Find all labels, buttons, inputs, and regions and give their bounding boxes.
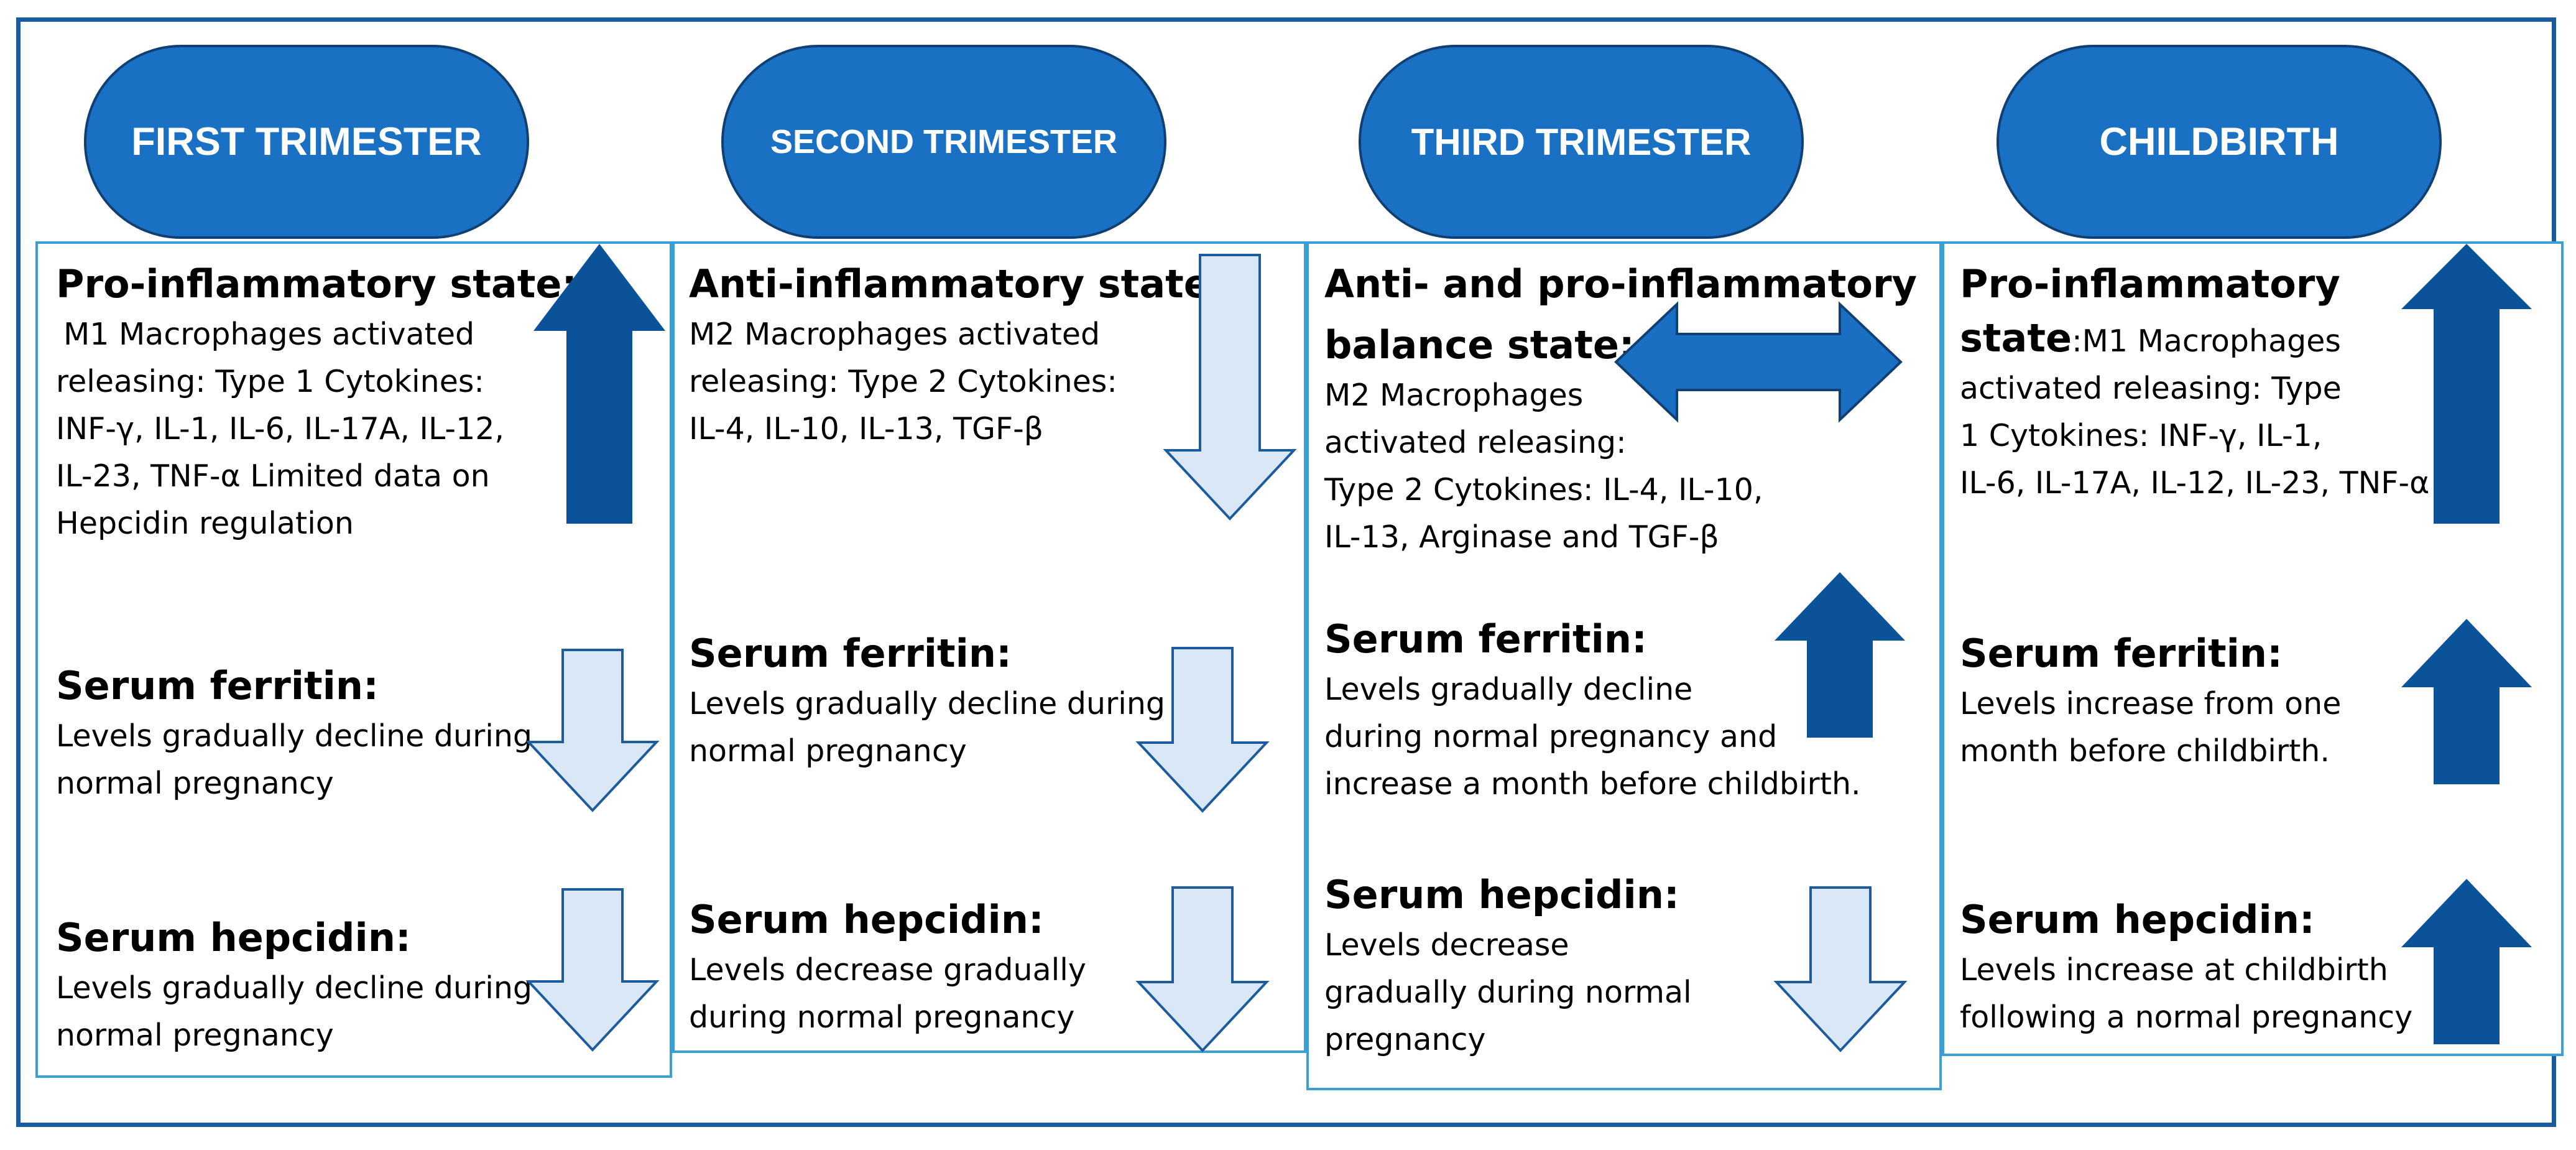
state-heading: balance state: — [1324, 322, 1635, 368]
state-line: IL-23, TNF-α Limited data on — [56, 458, 490, 494]
hepcidin-line: Levels increase at childbirth — [1960, 952, 2388, 988]
down-arrow-icon — [1773, 886, 1908, 1052]
hepcidin-heading: Serum hepcidin: — [689, 897, 1044, 942]
state-heading: Anti-inflammatory state: — [689, 261, 1226, 307]
ferritin-line: Levels gradually decline — [1324, 672, 1693, 707]
ferritin-line: normal pregnancy — [689, 733, 967, 769]
up-arrow-icon — [2401, 244, 2532, 524]
hepcidin-line: pregnancy — [1324, 1022, 1486, 1057]
ferritin-block-second-trimester: Serum ferritin: Levels gradually decline… — [689, 627, 1165, 775]
state-line: activated releasing: — [1324, 425, 1627, 460]
hepcidin-line: following a normal pregnancy — [1960, 999, 2413, 1035]
up-arrow-icon — [1775, 572, 1905, 738]
stage-title: THIRD TRIMESTER — [1411, 121, 1752, 163]
ferritin-block-childbirth: Serum ferritin: Levels increase from one… — [1960, 627, 2341, 775]
hepcidin-line: during normal pregnancy — [689, 999, 1075, 1035]
down-arrow-icon — [1135, 647, 1270, 813]
hepcidin-block-third-trimester: Serum hepcidin: Levels decrease graduall… — [1324, 868, 1692, 1064]
hepcidin-line: Levels decrease gradually — [689, 952, 1086, 988]
stage-title: FIRST TRIMESTER — [131, 120, 482, 164]
down-arrow-icon — [525, 649, 660, 812]
hepcidin-block-childbirth: Serum hepcidin: Levels increase at child… — [1960, 893, 2412, 1041]
hepcidin-heading: Serum hepcidin: — [56, 915, 411, 960]
state-line: 1 Cytokines: INF-γ, IL-1, — [1960, 418, 2322, 453]
ferritin-line: normal pregnancy — [56, 766, 334, 801]
hepcidin-block-second-trimester: Serum hepcidin: Levels decrease graduall… — [689, 893, 1086, 1041]
stage-pill-first-trimester: FIRST TRIMESTER — [84, 45, 529, 239]
state-block-childbirth: Pro-inflammatory state:M1 Macrophages ac… — [1960, 257, 2429, 507]
state-block-third-trimester: Anti- and pro-inflammatory balance state… — [1324, 257, 1917, 561]
stage-title: CHILDBIRTH — [2099, 120, 2339, 164]
state-line: M2 Macrophages — [1324, 378, 1584, 413]
state-line: M2 Macrophages activated — [689, 317, 1101, 352]
state-heading: Pro-inflammatory — [1960, 261, 2340, 307]
ferritin-line: Levels increase from one — [1960, 686, 2342, 721]
state-line: releasing: Type 1 Cytokines: — [56, 364, 484, 399]
state-block-first-trimester: Pro-inflammatory state: M1 Macrophages a… — [56, 257, 577, 547]
hepcidin-line: Levels decrease — [1324, 927, 1569, 963]
state-line: IL-13, Arginase and TGF-β — [1324, 519, 1719, 555]
state-line: INF-γ, IL-1, IL-6, IL-17A, IL-12, — [56, 411, 505, 447]
stage-pill-childbirth: CHILDBIRTH — [1997, 45, 2442, 239]
hepcidin-line: gradually during normal — [1324, 975, 1692, 1010]
state-line: :M1 Macrophages — [2072, 323, 2341, 359]
state-line: activated releasing: Type — [1960, 371, 2342, 406]
down-arrow-icon — [1135, 886, 1270, 1052]
hepcidin-heading: Serum hepcidin: — [1324, 872, 1679, 917]
ferritin-heading: Serum ferritin: — [1960, 631, 2283, 676]
ferritin-block-third-trimester: Serum ferritin: Levels gradually decline… — [1324, 613, 1861, 808]
stage-pill-third-trimester: THIRD TRIMESTER — [1359, 45, 1804, 239]
hepcidin-line: normal pregnancy — [56, 1018, 334, 1053]
ferritin-line: Levels gradually decline during — [689, 686, 1165, 721]
state-line: Type 2 Cytokines: IL-4, IL-10, — [1324, 472, 1763, 508]
down-arrow-icon — [525, 888, 660, 1052]
ferritin-line: during normal pregnancy and — [1324, 719, 1778, 754]
stage-pill-second-trimester: SECOND TRIMESTER — [721, 45, 1166, 239]
up-arrow-icon — [533, 244, 665, 524]
hepcidin-heading: Serum hepcidin: — [1960, 897, 2315, 942]
ferritin-block-first-trimester: Serum ferritin: Levels gradually decline… — [56, 659, 532, 807]
ferritin-line: month before childbirth. — [1960, 733, 2330, 769]
up-arrow-icon — [2401, 619, 2532, 784]
up-arrow-icon — [2401, 879, 2532, 1044]
ferritin-heading: Serum ferritin: — [56, 663, 379, 708]
state-line: releasing: Type 2 Cytokines: — [689, 364, 1117, 399]
ferritin-heading: Serum ferritin: — [1324, 616, 1647, 662]
state-heading: Anti- and pro-inflammatory — [1324, 261, 1918, 307]
ferritin-heading: Serum ferritin: — [689, 631, 1012, 676]
state-line: M1 Macrophages activated — [63, 317, 475, 352]
ferritin-line: increase a month before childbirth. — [1324, 766, 1861, 802]
state-block-second-trimester: Anti-inflammatory state: M2 Macrophages … — [689, 257, 1226, 453]
stage-title: SECOND TRIMESTER — [770, 123, 1118, 160]
state-heading: Pro-inflammatory state: — [56, 261, 578, 307]
hepcidin-line: Levels gradually decline during — [56, 970, 532, 1006]
ferritin-line: Levels gradually decline during — [56, 718, 532, 754]
double-arrow-icon — [1614, 301, 1903, 423]
hepcidin-block-first-trimester: Serum hepcidin: Levels gradually decline… — [56, 911, 532, 1059]
state-heading-continued: state — [1960, 315, 2072, 361]
state-line: IL-6, IL-17A, IL-12, IL-23, TNF-α — [1960, 465, 2430, 501]
state-line: Hepcidin regulation — [56, 506, 354, 541]
down-arrow-icon — [1163, 254, 1297, 521]
state-heading-line: state:M1 Macrophages — [1960, 315, 2429, 365]
state-line: IL-4, IL-10, IL-13, TGF-β — [689, 411, 1044, 447]
